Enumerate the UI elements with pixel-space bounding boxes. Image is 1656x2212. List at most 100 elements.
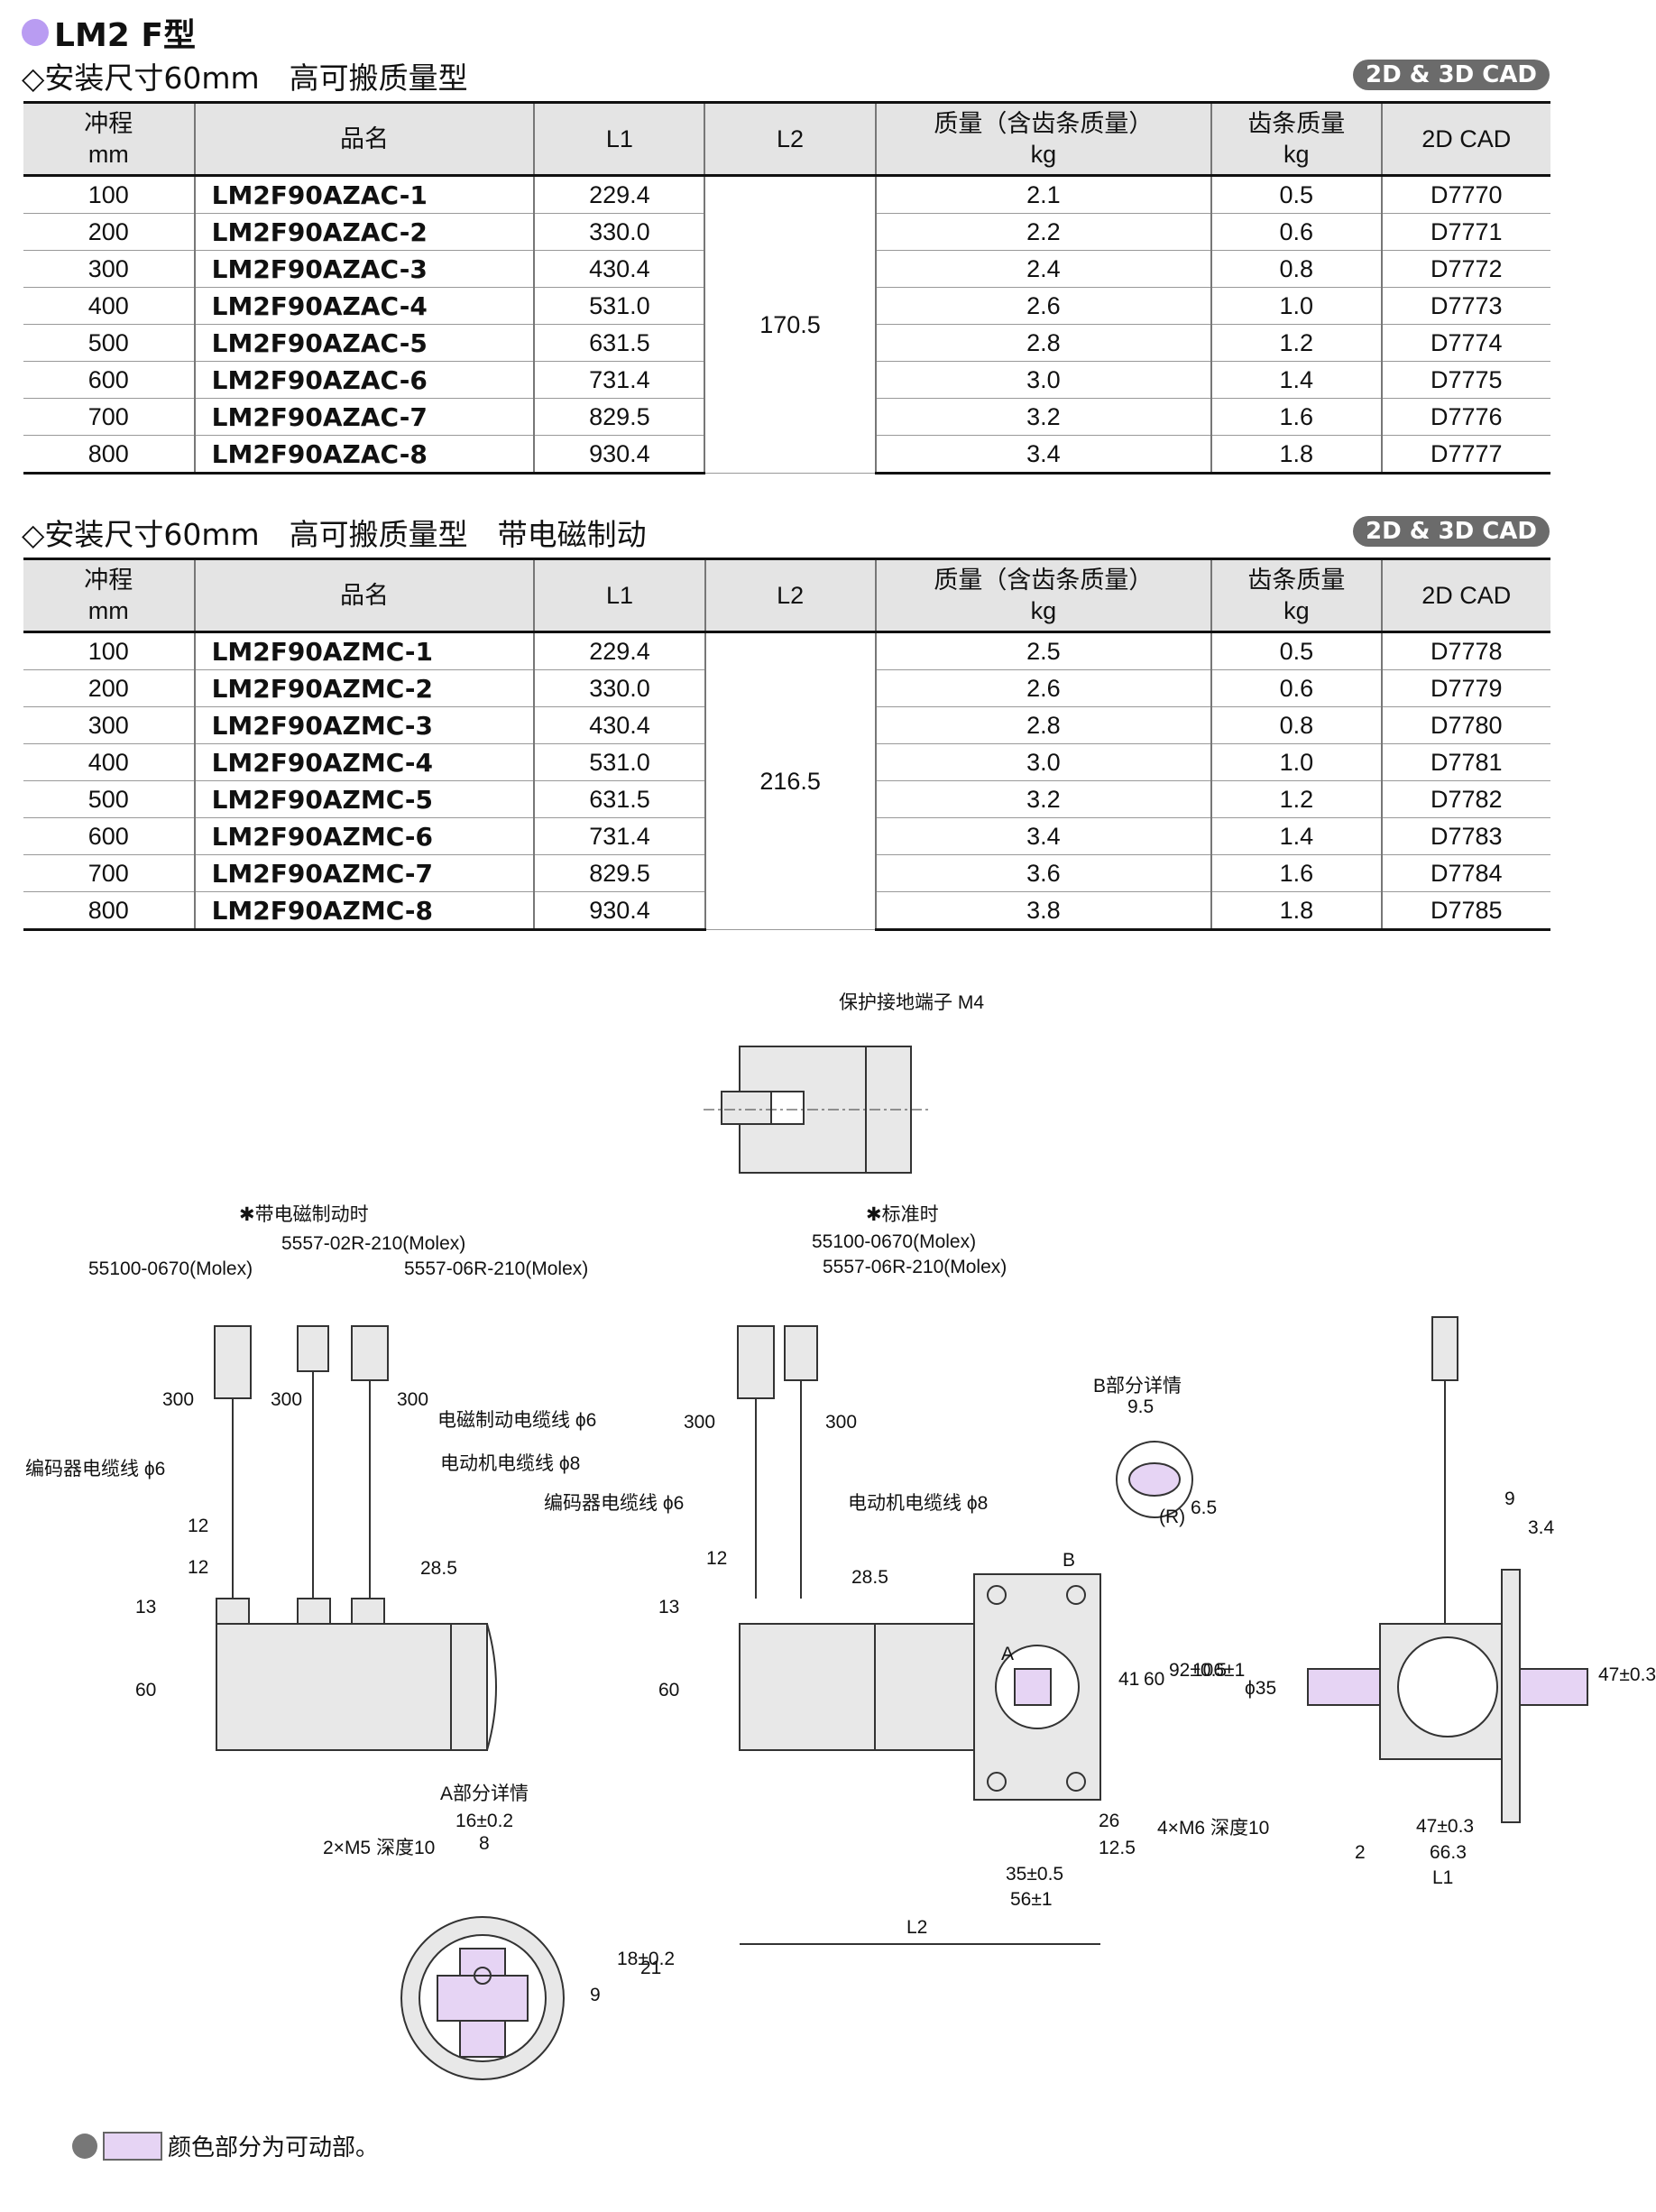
- table-header: 2D CAD: [1380, 558, 1550, 633]
- table-cell: 700: [23, 854, 195, 892]
- dim-3-4: 3.4: [1528, 1517, 1555, 1538]
- dim-300-c: 300: [397, 1389, 429, 1410]
- table-cell[interactable]: D7784: [1380, 854, 1550, 892]
- table-header: 质量（含齿条质量）kg: [874, 558, 1212, 633]
- table-cell: 3.8: [874, 891, 1212, 931]
- dim-60-b: 60: [658, 1680, 680, 1700]
- conn-55100-left: 55100-0670(Molex): [88, 1258, 253, 1279]
- table-cell: 2.8: [874, 706, 1212, 744]
- detail-a-label: A部分详情: [440, 1783, 529, 1804]
- table-cell: 2.2: [874, 213, 1212, 251]
- table-cell: 731.4: [533, 361, 705, 399]
- table-header: L2: [704, 101, 876, 177]
- dim-28-5-b: 28.5: [851, 1567, 888, 1588]
- table-cell: 829.5: [533, 398, 705, 436]
- dim-12-c: 12: [706, 1548, 728, 1569]
- table-cell: 0.6: [1210, 669, 1382, 707]
- table-header: 质量（含齿条质量）kg: [874, 101, 1212, 177]
- dim-12-a: 12: [188, 1516, 209, 1536]
- table-cell[interactable]: D7782: [1380, 780, 1550, 818]
- table-cell: 600: [23, 361, 195, 399]
- table1-heading: ◇安装尺寸60mm 高可搬质量型: [22, 60, 468, 96]
- table-cell: 300: [23, 250, 195, 288]
- table-cell[interactable]: D7785: [1380, 891, 1550, 931]
- table-header: 品名: [193, 101, 535, 177]
- table-cell[interactable]: D7780: [1380, 706, 1550, 744]
- cad-badge-2[interactable]: 2D & 3D CAD: [1353, 516, 1550, 547]
- dim-28-5-a: 28.5: [420, 1558, 457, 1579]
- label-b: B: [1063, 1550, 1076, 1571]
- table-cell: 0.5: [1210, 631, 1382, 670]
- table-cell: 1.0: [1210, 287, 1382, 325]
- detail-b-label: B部分详情: [1093, 1376, 1182, 1396]
- table-cell[interactable]: D7770: [1380, 175, 1550, 214]
- table2-heading: ◇安装尺寸60mm 高可搬质量型 带电磁制动: [22, 517, 647, 552]
- table-cell: 3.4: [874, 435, 1212, 475]
- table-cell: 500: [23, 780, 195, 818]
- table-cell: 531.0: [533, 743, 705, 781]
- model-name: LM2F90AZMC-2: [193, 669, 535, 707]
- motor-cable-label-mid: 电动机电缆线 ϕ8: [848, 1493, 989, 1514]
- table-cell[interactable]: D7776: [1380, 398, 1550, 436]
- dim-60-c: 60: [1144, 1669, 1165, 1690]
- table-cell: 1.2: [1210, 324, 1382, 362]
- table-cell[interactable]: D7779: [1380, 669, 1550, 707]
- model-name: LM2F90AZAC-4: [193, 287, 535, 325]
- table-cell: 2.8: [874, 324, 1212, 362]
- encoder-cable-label-left: 编码器电缆线 ϕ6: [25, 1459, 166, 1479]
- dim-47-v: 47±0.3: [1598, 1664, 1656, 1685]
- model-name: LM2F90AZMC-8: [193, 891, 535, 931]
- dim-60-a: 60: [135, 1680, 157, 1700]
- table-cell: 1.4: [1210, 817, 1382, 855]
- table-cell: 600: [23, 817, 195, 855]
- table-cell[interactable]: D7773: [1380, 287, 1550, 325]
- dim-6-5: 6.5: [1191, 1498, 1218, 1518]
- model-name: LM2F90AZMC-4: [193, 743, 535, 781]
- table-cell[interactable]: D7774: [1380, 324, 1550, 362]
- movable-color-swatch: [103, 2131, 162, 2161]
- dim-66-3: 66.3: [1430, 1842, 1467, 1863]
- table-cell: 3.2: [874, 780, 1212, 818]
- dim-13-b: 13: [658, 1597, 680, 1618]
- table-cell: 2.6: [874, 287, 1212, 325]
- dim-8: 8: [479, 1833, 490, 1854]
- table-cell: 531.0: [533, 287, 705, 325]
- table-cell[interactable]: D7772: [1380, 250, 1550, 288]
- dim-35: 35±0.5: [1006, 1864, 1064, 1885]
- table-cell[interactable]: D7783: [1380, 817, 1550, 855]
- table-cell[interactable]: D7775: [1380, 361, 1550, 399]
- motor-cable-label-left: 电动机电缆线 ϕ8: [440, 1453, 581, 1474]
- table-cell: 229.4: [533, 631, 705, 670]
- table-cell: 1.0: [1210, 743, 1382, 781]
- table-cell: 731.4: [533, 817, 705, 855]
- table-cell[interactable]: D7777: [1380, 435, 1550, 475]
- cad-badge-1[interactable]: 2D & 3D CAD: [1353, 60, 1550, 90]
- table-cell[interactable]: D7778: [1380, 631, 1550, 670]
- table-cell: 930.4: [533, 435, 705, 475]
- dim-2: 2: [1355, 1842, 1366, 1863]
- table-cell[interactable]: D7781: [1380, 743, 1550, 781]
- dim-47-h: 47±0.3: [1416, 1816, 1475, 1837]
- table-cell: 930.4: [533, 891, 705, 931]
- dim-r: (R): [1159, 1507, 1186, 1527]
- table-cell: 0.8: [1210, 706, 1382, 744]
- table-cell: 631.5: [533, 324, 705, 362]
- table-cell[interactable]: D7771: [1380, 213, 1550, 251]
- conn-5557-06-left: 5557-06R-210(Molex): [404, 1258, 589, 1279]
- table-cell: 829.5: [533, 854, 705, 892]
- standard-note: ✱标准时: [866, 1204, 939, 1225]
- l2-value: 170.5: [704, 175, 876, 474]
- table-header: 品名: [193, 558, 535, 633]
- table-cell: 400: [23, 287, 195, 325]
- footer-legend: 颜色部分为可动部。: [72, 2129, 379, 2162]
